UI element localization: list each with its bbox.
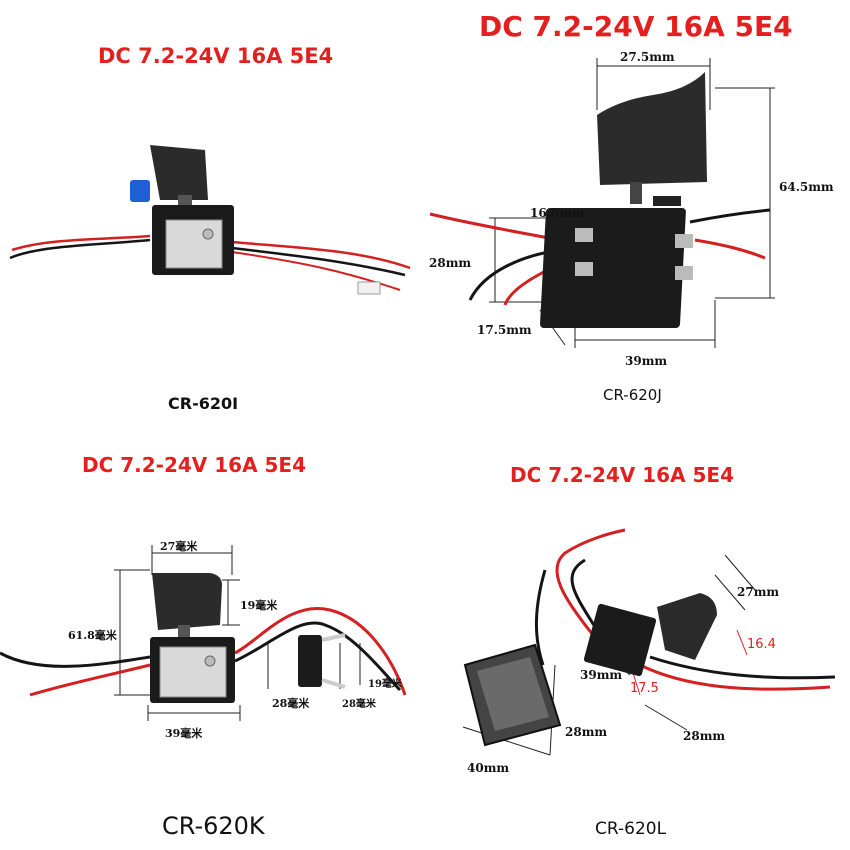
dimension-label: 17.5: [630, 681, 659, 696]
switch-photo-cr-620l: [462, 528, 836, 756]
switch-photo-cr-620k: [0, 545, 407, 721]
model-label: CR-620K: [162, 812, 265, 840]
dimension-label: 39mm: [625, 354, 668, 368]
product-panel-cr-620j: DC 7.2-24V 16A 5E4: [425, 0, 850, 425]
dimension-label: 39mm: [580, 668, 623, 682]
dimension-label: 64.5mm: [779, 180, 834, 194]
dimension-label: 28毫米: [342, 699, 376, 710]
dimension-label: 39毫米: [165, 727, 203, 740]
model-label: CR-620I: [168, 394, 239, 413]
switch-photo-cr-620j: [429, 58, 775, 348]
dimension-label: 19毫米: [240, 599, 278, 612]
product-panel-cr-620k: DC 7.2-24V 16A 5E4: [0, 425, 425, 850]
dimension-label: 28mm: [565, 725, 608, 739]
dimension-label: 27mm: [737, 585, 780, 599]
spec-label: DC 7.2-24V 16A 5E4: [479, 10, 793, 43]
product-panel-cr-620l: DC 7.2-24V 16A 5E4 27mm 16.4 39mm 17.5: [425, 425, 850, 850]
model-label: CR-620J: [603, 386, 662, 404]
switch-photo-cr-620i: [9, 145, 411, 295]
model-label: CR-620L: [595, 819, 667, 839]
dimension-label: 28mm: [683, 729, 726, 743]
dimension-label: 19毫米: [368, 679, 402, 690]
dimension-label: 28mm: [429, 256, 472, 270]
product-panel-cr-620i: DC 7.2-24V 16A 5E4 CR-620I: [0, 0, 425, 425]
dimension-label: 27.5mm: [620, 50, 675, 64]
spec-label: DC 7.2-24V 16A 5E4: [98, 44, 334, 68]
dimension-label: 16.4: [747, 637, 776, 652]
spec-label: DC 7.2-24V 16A 5E4: [82, 453, 307, 477]
dimension-label: 27毫米: [160, 540, 198, 553]
dimension-label: 28毫米: [272, 697, 310, 710]
dimension-label: 40mm: [467, 761, 510, 775]
dimension-label: 61.8毫米: [68, 629, 117, 642]
spec-label: DC 7.2-24V 16A 5E4: [510, 463, 735, 487]
dimension-label: 16.6mm: [530, 206, 585, 220]
dimension-label: 17.5mm: [477, 323, 532, 337]
